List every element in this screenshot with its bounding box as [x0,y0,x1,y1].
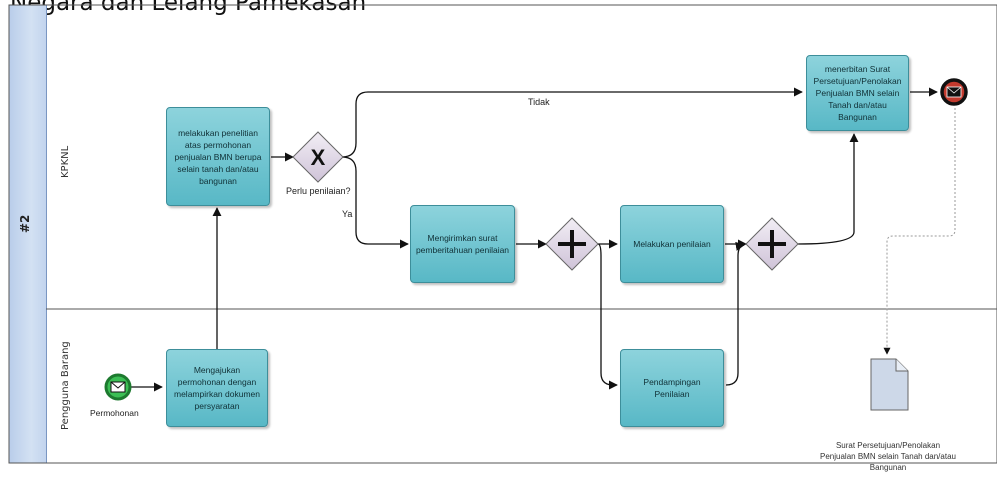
flow-label-tidak: Tidak [528,97,550,107]
pool-border [8,4,997,464]
svg-text:X: X [311,145,326,170]
task-mengirimkan[interactable]: Mengirimkan surat pemberitahuan penilaia… [410,205,515,283]
start-event [104,373,132,401]
exclusive-gateway: X [292,131,344,183]
pool-header [9,5,47,463]
task-penelitian[interactable]: melakukan penelitian atas permohonan pen… [166,107,270,206]
task-melakukan-penilaian[interactable]: Melakukan penilaian [620,205,724,283]
document-caption: Surat Persetujuan/Penolakan Penjualan BM… [820,441,956,472]
task-menerbitkan[interactable]: menerbitan Surat Persetujuan/Penolakan P… [806,55,909,131]
diagram-title: Negara dan Lelang Pamekasan [10,0,367,16]
end-event [940,78,968,106]
parallel-gateway-fork [545,217,599,271]
flow-join-to-menerbitkan [797,133,859,245]
flow-tidak [341,87,803,158]
flow-pendampingan-to-join [725,241,745,386]
flow-ya [341,156,409,249]
task-mengajukan[interactable]: Mengajukan permohonan dengan melampirkan… [166,349,268,427]
flow-fork-to-pendampingan [597,243,618,390]
gateway-label: Perlu penilaian? [286,186,351,196]
data-association [883,108,956,355]
task-pendampingan[interactable]: Pendampingan Penilaian [620,349,724,427]
parallel-gateway-join [745,217,799,271]
flow-label-ya: Ya [342,209,353,219]
start-event-label: Permohonan [90,408,139,418]
document-artifact [870,358,909,411]
